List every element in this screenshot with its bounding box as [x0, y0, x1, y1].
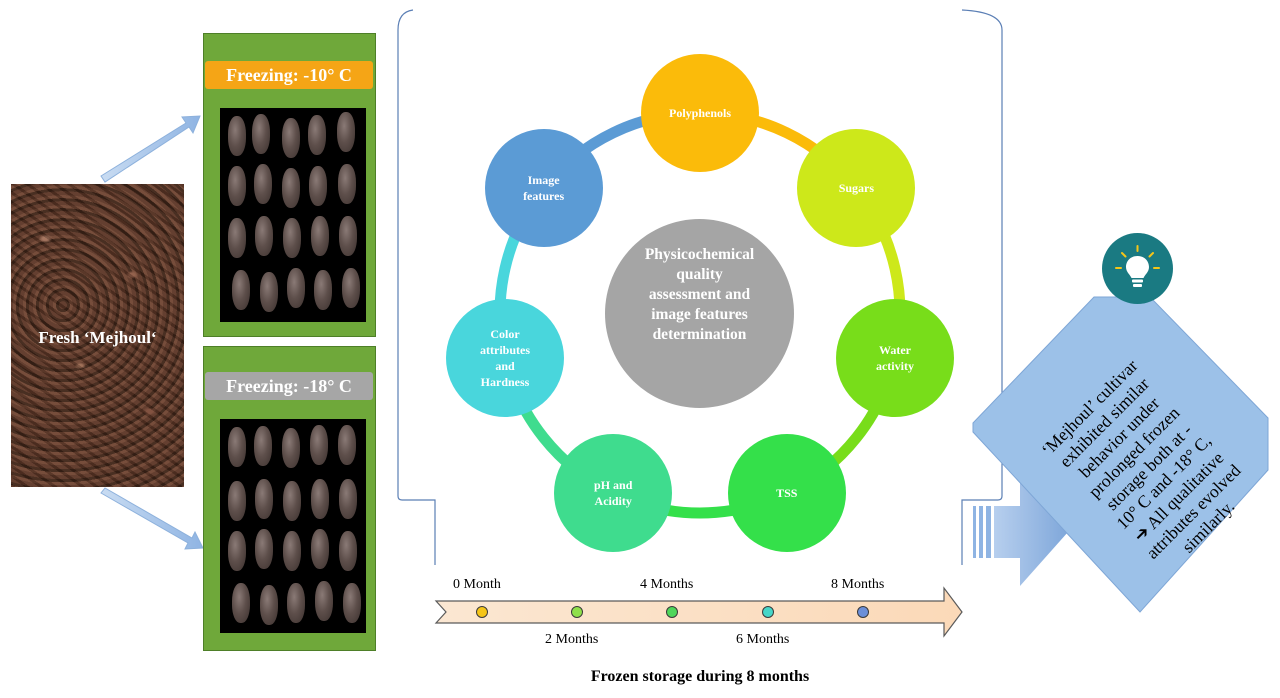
cycle-node-label-line: TSS: [776, 486, 798, 501]
lightbulb-icon: [1102, 233, 1173, 304]
conclusion-arrow: [973, 478, 1068, 586]
frozen-dates-photo-18: [220, 419, 366, 633]
frozen-dates-photo-10: [220, 108, 366, 322]
cycle-node-label-line: Polyphenols: [668, 106, 731, 120]
center-label: Physicochemical quality assessment and i…: [644, 246, 755, 343]
timeline-caption: Frozen storage during 8 months: [590, 668, 810, 685]
timeline-dot-0: [476, 606, 488, 618]
cycle-node-0: Polyphenols: [641, 54, 759, 172]
freezing-18-panel: Freezing: -18° C: [203, 346, 376, 651]
fresh-mejhoul-label: Fresh ‘Mejhoul‘: [38, 328, 157, 347]
cycle-node-label-line: Color: [490, 326, 520, 341]
freezing-10-label: Freezing: -10° C: [205, 61, 373, 89]
arrow-to-freezing-18: [100, 487, 204, 550]
cycle-bracket: [397, 9, 1003, 565]
timeline-dots: [476, 606, 869, 618]
cycle-node-3: TSS: [727, 434, 846, 553]
freezing-10-panel: Freezing: -10° C: [203, 33, 376, 337]
timeline-label-0-month: 0 Month: [453, 577, 501, 592]
cycle-node-label-line: features: [523, 189, 565, 204]
cycle-node-label-line: Sugars: [838, 181, 875, 196]
timeline-dot-2: [666, 606, 678, 618]
timeline-dot-1: [571, 606, 583, 618]
center-circle: [605, 219, 794, 408]
cycle-node-label-line: pH and: [594, 478, 633, 493]
cycle-node-label-line: Water: [878, 342, 911, 357]
cycle-node-label-line: and: [495, 358, 515, 373]
timeline-arrow: [434, 586, 963, 638]
cycle-node-label: Polyphenols: [669, 105, 731, 121]
freezing-18-label: Freezing: -18° C: [205, 372, 373, 400]
arrow-to-freezing-10: [100, 115, 201, 183]
timeline-dot-4: [857, 606, 869, 618]
fresh-dates-photo: [11, 184, 184, 487]
timeline-label-6-months: 6 Months: [736, 632, 790, 647]
cycle-node-label-line: activity: [875, 358, 914, 373]
cycle-node-label: TSS: [776, 485, 797, 501]
cycle-node-label: Sugars: [839, 180, 874, 196]
cycle-node-1: Sugars: [797, 129, 916, 248]
cycle-node-label-line: Hardness: [480, 374, 530, 389]
timeline-label-8-months: 8 Months: [831, 577, 885, 592]
timeline-dot-3: [762, 606, 774, 618]
timeline-label-2-months: 2 Months: [545, 632, 599, 647]
cycle-node-label-line: attributes: [480, 342, 530, 357]
cycle-node-label-line: Image: [527, 173, 560, 188]
timeline-label-4-months: 4 Months: [640, 577, 694, 592]
cycle-node-label-line: Acidity: [594, 494, 632, 509]
